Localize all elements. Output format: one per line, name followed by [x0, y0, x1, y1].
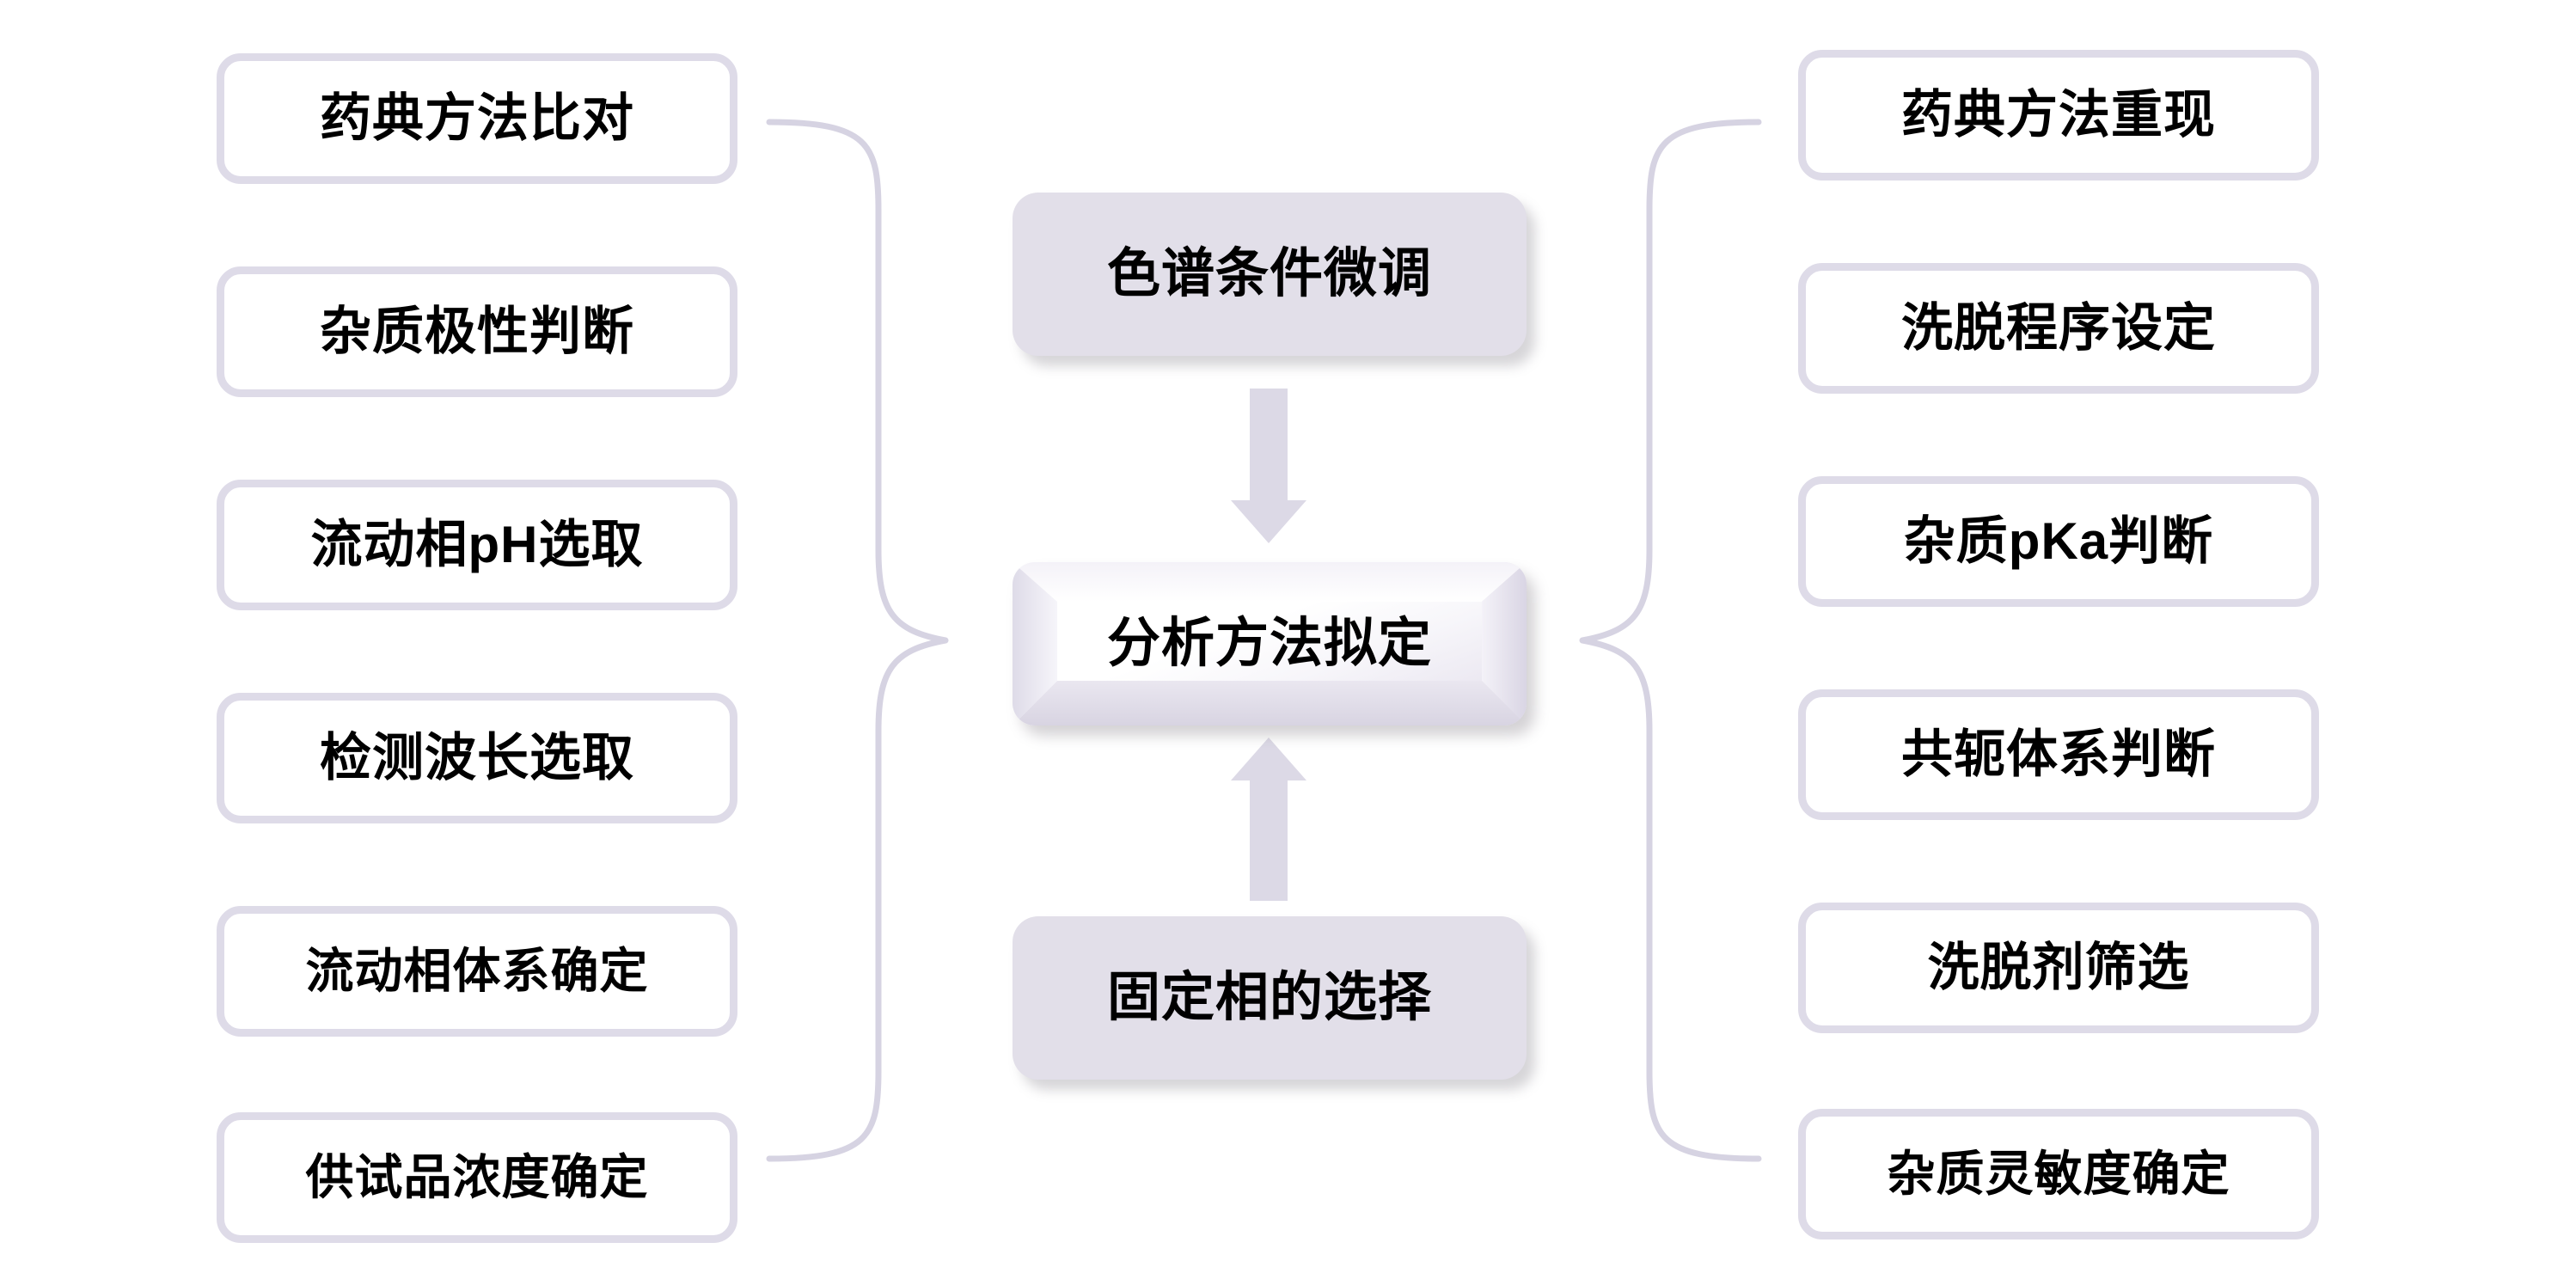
left-item-2-label: 流动相pH选取 [310, 516, 644, 573]
left-item-4-label: 流动相体系确定 [305, 944, 649, 998]
right-item-5-label: 杂质灵敏度确定 [1887, 1147, 2230, 1201]
right-item-4[interactable]: 洗脱剂筛选 [1798, 903, 2319, 1033]
right-curly-brace [1579, 119, 1762, 1162]
left-item-0-label: 药典方法比对 [320, 89, 634, 147]
right-item-0[interactable]: 药典方法重现 [1798, 50, 2319, 181]
arrow-down-to-center [1231, 389, 1306, 543]
right-item-5[interactable]: 杂质灵敏度确定 [1798, 1109, 2319, 1239]
center-item-1-label: 分析方法拟定 [1106, 614, 1432, 673]
right-item-2[interactable]: 杂质pKa判断 [1798, 476, 2319, 607]
arrow-up-to-center [1231, 738, 1306, 901]
center-item-2-label: 固定相的选择 [1106, 968, 1432, 1027]
left-item-3[interactable]: 检测波长选取 [217, 693, 737, 823]
right-item-1[interactable]: 洗脱程序设定 [1798, 263, 2319, 394]
center-item-0-label: 色谱条件微调 [1106, 244, 1432, 303]
left-curly-brace [766, 119, 949, 1162]
right-item-0-label: 药典方法重现 [1901, 86, 2216, 144]
right-item-3[interactable]: 共轭体系判断 [1798, 689, 2319, 820]
bevel-face [1057, 602, 1482, 681]
right-item-2-label: 杂质pKa判断 [1903, 512, 2214, 570]
left-item-1-label: 杂质极性判断 [320, 303, 634, 360]
left-item-4[interactable]: 流动相体系确定 [217, 906, 737, 1037]
left-item-1[interactable]: 杂质极性判断 [217, 266, 737, 397]
center-item-2[interactable]: 固定相的选择 [1013, 916, 1527, 1080]
right-item-3-label: 共轭体系判断 [1901, 725, 2216, 783]
left-item-5[interactable]: 供试品浓度确定 [217, 1112, 737, 1243]
left-item-2[interactable]: 流动相pH选取 [217, 480, 737, 610]
center-item-0[interactable]: 色谱条件微调 [1013, 193, 1527, 356]
left-item-5-label: 供试品浓度确定 [305, 1150, 649, 1204]
bevel-facet-top [1013, 562, 1527, 602]
center-item-1[interactable]: 分析方法拟定 [1013, 562, 1527, 725]
right-item-4-label: 洗脱剂筛选 [1927, 939, 2190, 996]
left-item-0[interactable]: 药典方法比对 [217, 53, 737, 184]
left-item-3-label: 检测波长选取 [320, 729, 634, 787]
bevel-facet-bottom [1013, 681, 1527, 725]
right-item-1-label: 洗脱程序设定 [1901, 299, 2216, 357]
